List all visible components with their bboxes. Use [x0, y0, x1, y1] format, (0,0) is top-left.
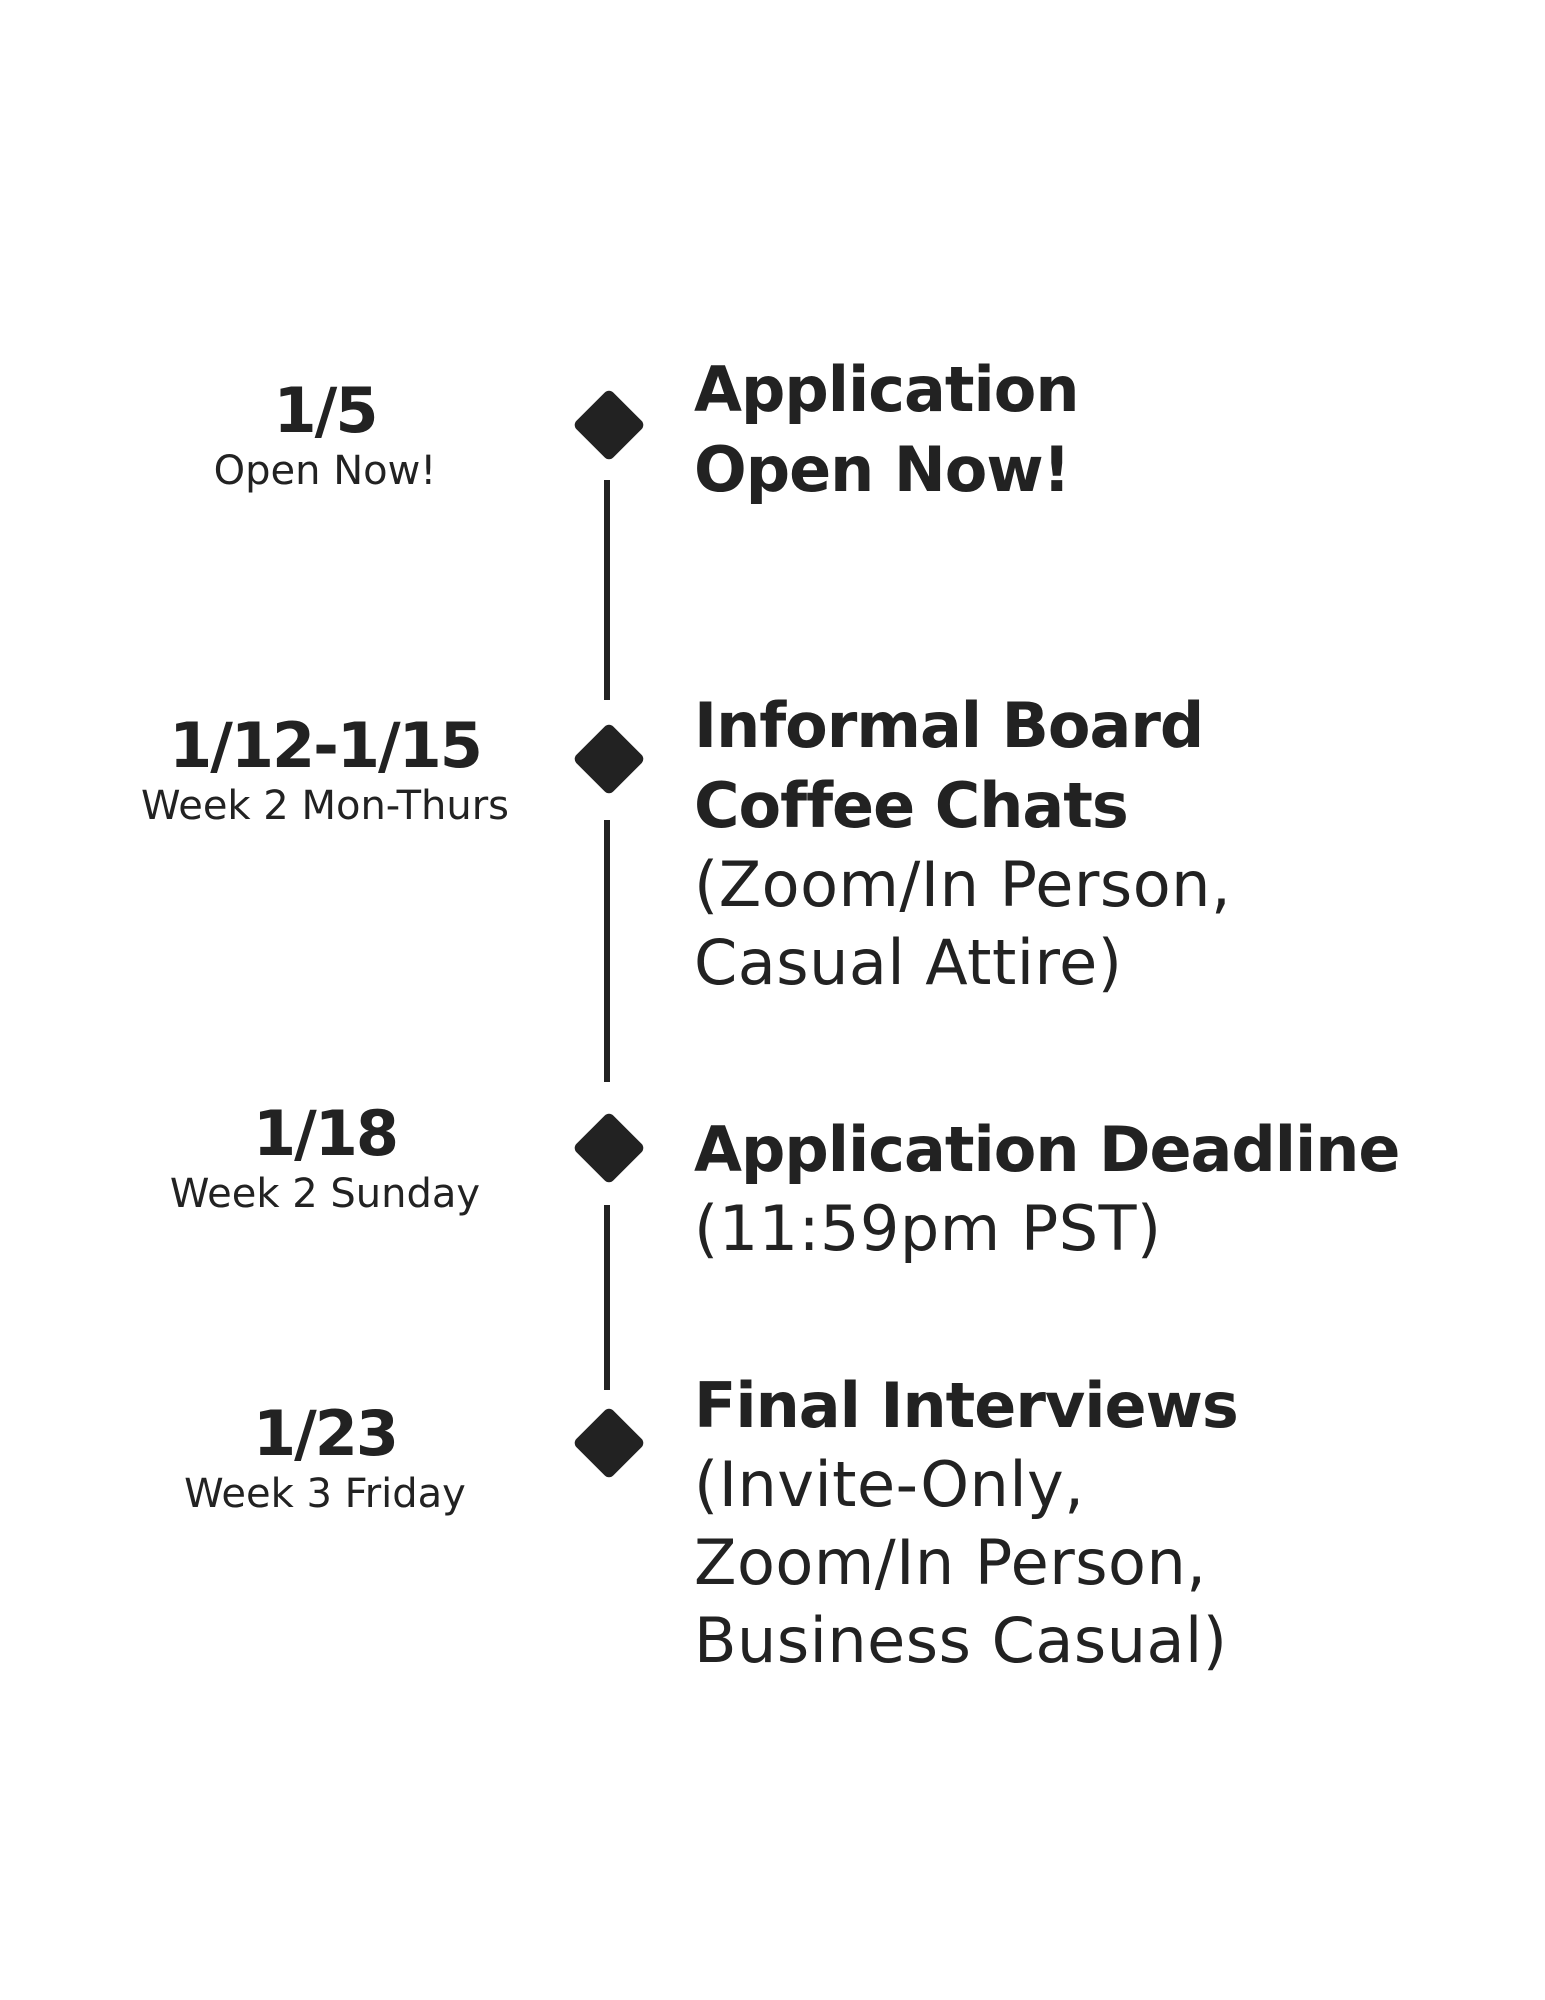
milestone-3-detail: (11:59pm PST) — [694, 1190, 1514, 1268]
milestone-4-event: Final Interviews (Invite-Only, Zoom/In P… — [694, 1366, 1514, 1680]
milestone-4-date-note: Week 3 Friday — [184, 1471, 466, 1517]
milestone-1-event: Application Open Now! — [694, 350, 1514, 510]
milestone-4-diamond-icon — [572, 1406, 646, 1480]
milestone-2-event: Informal Board Coffee Chats (Zoom/In Per… — [694, 686, 1514, 1002]
milestone-4-detail-line: Business Casual) — [694, 1604, 1228, 1677]
milestone-1-title-line: Application — [694, 353, 1079, 426]
milestone-3-date: 1/18 — [252, 1097, 399, 1170]
milestone-2-detail-line: Casual Attire) — [694, 926, 1123, 999]
milestone-4-detail-line: Zoom/In Person, — [694, 1526, 1207, 1599]
milestone-2-diamond-icon — [572, 722, 646, 796]
milestone-1-date: 1/5 — [273, 374, 379, 447]
milestone-2-date-note: Week 2 Mon-Thurs — [141, 783, 509, 829]
milestone-3-title-line: Application Deadline — [694, 1113, 1400, 1186]
milestone-4-detail: (Invite-Only, Zoom/In Person, Business C… — [694, 1446, 1514, 1680]
milestone-4-date: 1/23 — [252, 1397, 399, 1470]
milestone-3-date-note: Week 2 Sunday — [169, 1171, 481, 1217]
milestone-3-title: Application Deadline — [694, 1110, 1514, 1190]
milestone-3-event: Application Deadline (11:59pm PST) — [694, 1110, 1514, 1268]
milestone-3-detail-line: (11:59pm PST) — [694, 1192, 1162, 1265]
milestone-3-diamond-icon — [572, 1111, 646, 1185]
connector-line-3 — [604, 1205, 610, 1390]
milestone-4-title-line: Final Interviews — [694, 1369, 1239, 1442]
milestone-1-diamond-icon — [572, 388, 646, 462]
milestone-2-title-line: Coffee Chats — [694, 769, 1129, 842]
milestone-1-title: Application Open Now! — [694, 350, 1514, 510]
milestone-4-date-block: 1/23 Week 3 Friday — [90, 1398, 560, 1518]
milestone-1-date-block: 1/5 Open Now! — [90, 375, 560, 495]
milestone-2-date-block: 1/12-1/15 Week 2 Mon-Thurs — [90, 710, 560, 830]
milestone-2-detail-line: (Zoom/In Person, — [694, 848, 1232, 921]
connector-line-1 — [604, 480, 610, 700]
milestone-3-date-block: 1/18 Week 2 Sunday — [90, 1098, 560, 1218]
milestone-4-title: Final Interviews — [694, 1366, 1514, 1446]
milestone-2-title-line: Informal Board — [694, 689, 1204, 762]
connector-line-2 — [604, 820, 610, 1082]
milestone-4-detail-line: (Invite-Only, — [694, 1448, 1085, 1521]
milestone-1-date-note: Open Now! — [213, 448, 437, 494]
milestone-2-detail: (Zoom/In Person, Casual Attire) — [694, 846, 1514, 1002]
milestone-2-date: 1/12-1/15 — [169, 709, 483, 782]
milestone-2-title: Informal Board Coffee Chats — [694, 686, 1514, 846]
milestone-1-title-line: Open Now! — [694, 433, 1071, 506]
